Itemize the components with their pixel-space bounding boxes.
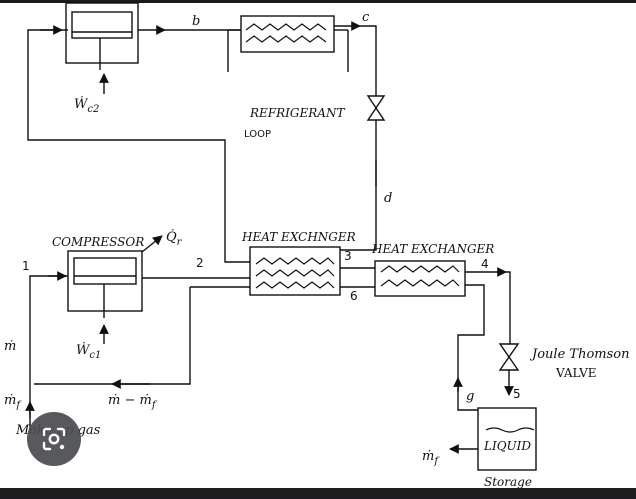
label-mf-left: ṁf [4,393,22,411]
label-mf-right: ṁf [422,449,440,467]
bottom-border [0,488,636,499]
state-5: 5 [513,387,521,401]
label-qr: Q̇r [166,229,183,248]
top-heat-exchanger [227,15,349,72]
liquid-storage-tank [477,407,537,471]
label-wc1: Ẇc1 [76,341,101,361]
vapour-return-line-g [457,284,485,411]
label-valve: VALVE [555,366,597,380]
label-m-minus-mf: ṁ − ṁf [108,393,158,411]
label-g: g [466,389,474,404]
top-border [0,0,636,3]
compressor-1 [67,250,143,318]
label-heat-exchanger-2: HEAT EXCHANGER [371,242,494,256]
label-loop: LOOP [244,129,271,140]
label-wc2: Ẇc2 [74,95,99,115]
label-c: c [362,10,370,25]
return-line-6 [34,287,191,385]
heat-exchanger-1 [249,246,341,296]
state-6: 6 [350,289,358,303]
label-compressor: COMPRESSOR [52,235,144,249]
label-storage: Storage [484,475,532,488]
refrigerant-return-line [27,29,250,263]
refrigerant-valve [366,95,386,121]
label-m-dot: ṁ [4,339,16,354]
joule-thomson-valve [498,343,520,371]
refrigeration-cycle-diagram: b c d REFRIGERANT LOOP Ẇc2 COMPRESSOR Q̇… [4,2,629,488]
label-joule-thomson: Joule Thomson [529,347,629,362]
label-refrigerant: REFRIGERANT [249,106,345,120]
state-1: 1 [22,259,30,273]
heat-rejection-arrow [141,235,163,253]
inlet-line-1 [29,275,68,430]
line-d [358,120,377,251]
lens-icon [42,427,66,451]
state-2: 2 [196,256,204,270]
label-liquid: LIQUID [483,439,531,453]
lens-search-button[interactable] [27,412,81,466]
heat-exchanger-2 [374,260,466,297]
state-3: 3 [344,249,352,263]
compressor-2 [65,2,139,70]
label-heat-exchanger-1: HEAT EXCHNGER [241,230,356,244]
label-d: d [384,191,392,206]
label-b: b [192,14,200,29]
state-4: 4 [481,257,489,271]
